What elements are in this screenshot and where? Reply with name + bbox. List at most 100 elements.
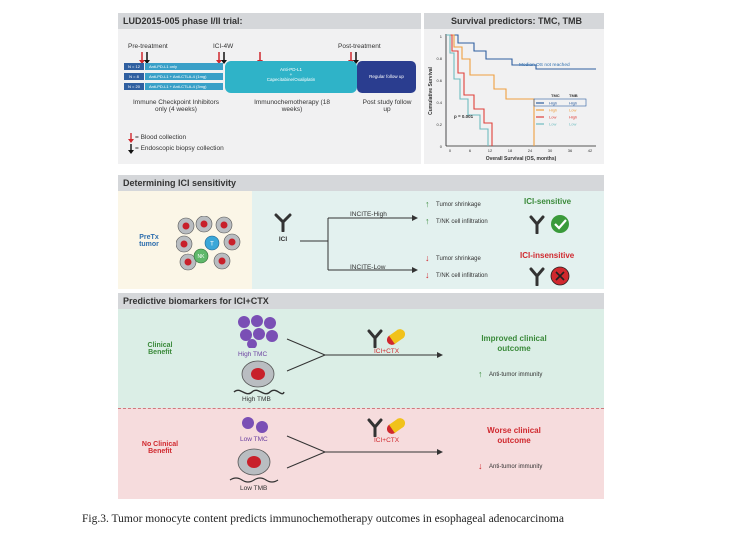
survival-legend: TMC TMB High High High Low Low High Low …: [533, 93, 587, 127]
legend-tmc: Low: [549, 122, 556, 127]
ici-4w-label: ICI-4W: [213, 43, 234, 50]
no-benefit-panel: [118, 408, 604, 499]
up-arrow-icon: ↑: [425, 199, 430, 209]
legend-tmb: Low: [569, 108, 576, 113]
ici-insensitive-label: ICI-insensitive: [520, 251, 575, 260]
nk-cell: NK: [193, 248, 209, 264]
x-tick: 18: [508, 148, 513, 153]
sensitive-check-icon: [529, 215, 569, 234]
low-tmc-monocytes: [242, 417, 268, 433]
chemo-phase-box: Anti-PD-L1 + Capecitabine/Oxaliplatin: [225, 61, 357, 93]
no-clinical-benefit-label: No Clinical Benefit: [141, 441, 179, 455]
arm-2-bar: Anti-PD-L1 + Anti-CTLA-4 (1mg): [145, 73, 223, 80]
biopsy-arrow-pre: [144, 52, 150, 64]
legend-highlight-box: [533, 98, 587, 107]
y-tick: 1: [440, 34, 443, 39]
t-cell: T: [204, 235, 220, 251]
ici-panel: [252, 191, 604, 289]
high-effect-2: T/NK cell infiltration: [436, 219, 488, 225]
high-tmc-label: High TMC: [238, 351, 268, 358]
y-ticks: 1 0.8 0.6 0.4 0.2 0: [436, 34, 442, 149]
pre-treatment-label: Pre-treatment: [128, 43, 168, 50]
low-effect-1: Tumor shrinkage: [436, 256, 481, 262]
biopsy-arrow-post: [353, 52, 359, 64]
x-tick: 30: [548, 148, 553, 153]
trial-title: LUD2015-005 phase I/II trial:: [118, 13, 421, 29]
y-tick: 0.4: [436, 100, 442, 105]
incite-high-label: INCITE-High: [350, 211, 387, 218]
anti-tumor-down-label: Anti-tumor immunity: [489, 464, 543, 470]
high-tmc-monocytes: [238, 315, 278, 348]
improved-outcome-label: Improved clinical outcome: [481, 334, 547, 353]
anti-tumor-up-label: Anti-tumor immunity: [489, 372, 543, 378]
blood-arrow-pre: [139, 52, 145, 64]
ici-sensitive-label: ICI-sensitive: [524, 197, 572, 206]
x-ticks: 0 6 12 18 24 30 36 42: [449, 148, 593, 153]
insensitive-cross-icon: [529, 266, 570, 286]
phase-1-label: Immune Checkpoint Inhibitors only (4 wee…: [133, 99, 219, 113]
low-tmc-label: Low TMC: [240, 436, 268, 443]
figure-caption: Fig.3. Tumor monocyte content predicts i…: [82, 513, 564, 525]
legend-head-tmb: TMB: [569, 93, 578, 98]
down-arrow-icon: ↓: [478, 461, 483, 471]
biopsy-arrow-4w: [221, 52, 227, 64]
legend-tmc: Low: [549, 115, 556, 120]
clinical-benefit-label: Clinical Benefit: [147, 342, 173, 356]
ici-ctx-icon-benefit: [367, 329, 406, 348]
ici-drug-label: ICI: [278, 236, 288, 243]
arm-2-tag: N = 8: [124, 73, 144, 80]
high-effect-1: Tumor shrinkage: [436, 202, 481, 208]
low-tmb-label: Low TMB: [240, 485, 268, 492]
incite-low-label: INCITE-Low: [350, 264, 386, 271]
tumor-cluster: T NK: [176, 216, 241, 271]
curve-high-low: [446, 34, 535, 146]
survival-pvalue: p = 0.001: [454, 114, 474, 119]
high-tmb-label: High TMB: [242, 396, 271, 403]
curve-high-high: [446, 34, 596, 70]
curve-low-low: [446, 34, 489, 146]
ici-ctx-icon-no-benefit: [367, 418, 406, 437]
followup-box-label: Regular follow up: [369, 74, 404, 79]
low-tmb-tumor-cell: [229, 448, 279, 483]
x-tick: 0: [449, 148, 452, 153]
y-tick: 0.8: [436, 56, 442, 61]
x-tick: 6: [469, 148, 472, 153]
phase-3-label: Post study follow up: [362, 99, 412, 113]
ici-title: Determining ICI sensitivity: [118, 175, 604, 191]
chemo-line-2: +: [289, 72, 293, 77]
post-treatment-label: Post-treatment: [338, 43, 381, 50]
x-tick: 12: [488, 148, 493, 153]
legend-blood-label: = Blood collection: [135, 134, 187, 141]
down-arrow-icon: ↓: [425, 270, 430, 280]
y-tick: 0.6: [436, 78, 442, 83]
up-arrow-icon: ↑: [425, 216, 430, 226]
tumor-cells: [176, 216, 241, 271]
biomarkers-title: Predictive biomarkers for ICI+CTX: [118, 293, 604, 309]
legend-biopsy-label: = Endoscopic biopsy collection: [135, 145, 224, 152]
nk-cell-label: NK: [198, 254, 206, 260]
legend-blood-icon: [128, 133, 134, 143]
x-tick: 42: [588, 148, 593, 153]
benefit-panel: [118, 309, 604, 408]
worse-outcome-label: Worse clinical outcome: [487, 426, 541, 445]
survival-title: Survival predictors: TMC, TMB: [424, 13, 604, 29]
survival-plot: Cumulative Survival 1 0.8 0.6 0.4 0.2 0 …: [428, 34, 596, 162]
ici-antibody-icon: [274, 213, 292, 232]
legend-tmb: High: [569, 101, 577, 106]
arm-3-tag: N = 20: [124, 83, 144, 90]
blood-arrow-4w: [216, 52, 222, 64]
legend-tmc: High: [549, 101, 557, 106]
survival-annotation: Median OS not reached: [519, 62, 570, 68]
panel-divider: [118, 408, 604, 409]
arm-1-bar: Anti-PD-L1 only: [145, 63, 223, 70]
phase-2-label: Immunochemotherapy (18 weeks): [254, 99, 330, 113]
legend-biopsy-icon: [128, 144, 134, 154]
x-tick: 24: [528, 148, 533, 153]
benefit-arrows: [286, 338, 443, 372]
ici-ctx-label-no-benefit: ICI+CTX: [374, 437, 400, 444]
survival-ylabel: Cumulative Survival: [428, 66, 434, 114]
followup-box: Regular follow up: [357, 61, 416, 93]
legend-tmb: High: [569, 115, 577, 120]
y-tick: 0: [440, 144, 443, 149]
pretx-tumor-label: PreTx tumor: [139, 234, 159, 248]
